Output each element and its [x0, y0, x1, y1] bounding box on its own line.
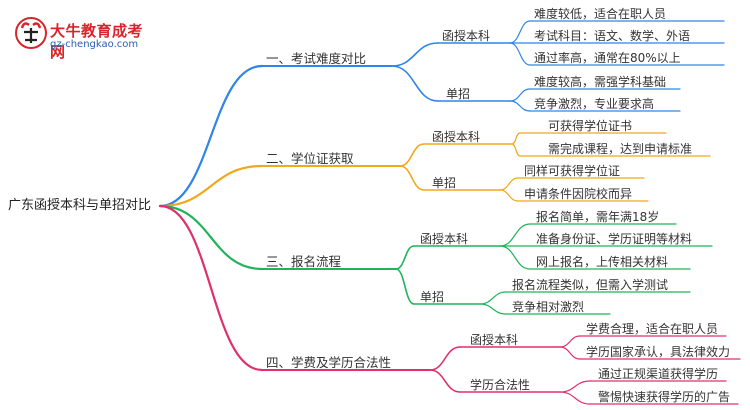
group-label-b3-g1: 学历合法性	[470, 378, 531, 392]
connector-leaf-3-1-1	[559, 391, 591, 405]
connector-leaf-0-1-1	[509, 100, 531, 112]
leaf-b3-g1-i0: 通过正规渠道获得学历	[598, 367, 719, 381]
group-label-b0-g0: 函授本科	[442, 29, 491, 43]
leaf-b3-g0-i0: 学费合理，适合在职人员	[586, 322, 719, 336]
connector-branch-1-group-1	[399, 165, 425, 191]
connector-leaf-2-0-2	[499, 245, 531, 270]
connector-leaf-2-1-1	[479, 303, 507, 315]
group-label-b3-g0: 函授本科	[470, 333, 519, 347]
connector-branch-3-group-1	[429, 369, 461, 393]
mindmap-root: 广东函授本科与单招对比	[8, 198, 152, 213]
leaf-b0-g0-i1: 考试科目：语文、数学、外语	[534, 29, 691, 43]
connector-leaf-3-0-0	[559, 335, 581, 348]
group-label-b2-g0: 函授本科	[420, 232, 469, 246]
connector-root-branch-2	[158, 204, 264, 271]
connector-root-branch-1	[158, 164, 264, 208]
group-label-b1-g0: 函授本科	[432, 130, 481, 144]
branch-tuition-legality: 四、学费及学历合法性	[266, 355, 392, 370]
connector-leaf-1-0-1	[511, 143, 521, 157]
leaf-b2-g1-i1: 竞争相对激烈	[512, 300, 585, 314]
leaf-b1-g0-i1: 需完成课程，达到申请标准	[548, 142, 693, 156]
leaf-b0-g1-i0: 难度较高，需强学科基础	[534, 75, 667, 89]
leaf-b2-g0-i1: 准备身份证、学历证明等材料	[536, 232, 693, 246]
connector-leaf-1-1-0	[499, 177, 519, 191]
leaf-b3-g1-i1: 警惕快速获得学历的广告	[598, 390, 731, 404]
branch-degree-certificate: 二、学位证获取	[266, 151, 354, 166]
leaf-b1-g1-i1: 申请条件因院校而异	[524, 187, 633, 201]
leaf-b1-g0-i0: 可获得学位证书	[548, 119, 633, 133]
bull-logo-icon	[15, 17, 47, 49]
group-label-b0-g1: 单招	[446, 87, 471, 101]
leaf-b2-g0-i0: 报名简单，需年满18岁	[536, 210, 660, 224]
leaf-b1-g1-i0: 同样可获得学位证	[524, 164, 621, 178]
leaf-b0-g0-i2: 通过率高，通常在80%以上	[534, 51, 681, 65]
connector-root-branch-3	[158, 204, 264, 372]
branch-exam-difficulty: 一、考试难度对比	[266, 51, 367, 66]
group-label-b1-g1: 单招	[432, 176, 457, 190]
connector-branch-2-group-1	[395, 268, 415, 305]
connector-root-branch-0	[158, 64, 264, 208]
connector-leaf-0-1-0	[509, 88, 531, 102]
connector-branch-0-group-0	[391, 42, 439, 67]
branch-registration-process: 三、报名流程	[266, 254, 342, 269]
connector-branch-0-group-1	[391, 65, 439, 102]
leaf-b0-g1-i1: 竞争激烈，专业要求高	[534, 97, 655, 111]
connector-leaf-1-0-0	[511, 132, 521, 145]
leaf-b0-g0-i0: 难度较低，适合在职人员	[534, 7, 667, 21]
connector-branch-2-group-0	[395, 245, 415, 270]
logo-name: 大牛教育成考网	[50, 22, 144, 61]
connector-branch-3-group-0	[429, 346, 461, 371]
group-label-b2-g1: 单招	[420, 290, 445, 304]
connector-leaf-1-1-1	[499, 189, 519, 202]
leaf-b2-g0-i2: 网上报名，上传相关材料	[536, 255, 669, 269]
connector-leaf-0-0-0	[509, 20, 531, 44]
connector-leaf-3-1-0	[559, 380, 591, 393]
connector-leaf-2-1-0	[479, 291, 507, 305]
logo-url: gz-chengkao.com	[50, 39, 139, 50]
connector-branch-1-group-0	[399, 143, 425, 167]
connector-leaf-2-0-0	[499, 223, 531, 247]
connector-leaf-3-0-1	[559, 346, 581, 360]
site-logo[interactable]: 大牛教育成考网 gz-chengkao.com	[10, 16, 150, 61]
leaf-b2-g1-i0: 报名流程类似，但需入学测试	[512, 278, 669, 292]
leaf-b3-g0-i1: 学历国家承认，具法律效力	[586, 345, 731, 359]
connector-leaf-0-0-2	[509, 42, 531, 66]
